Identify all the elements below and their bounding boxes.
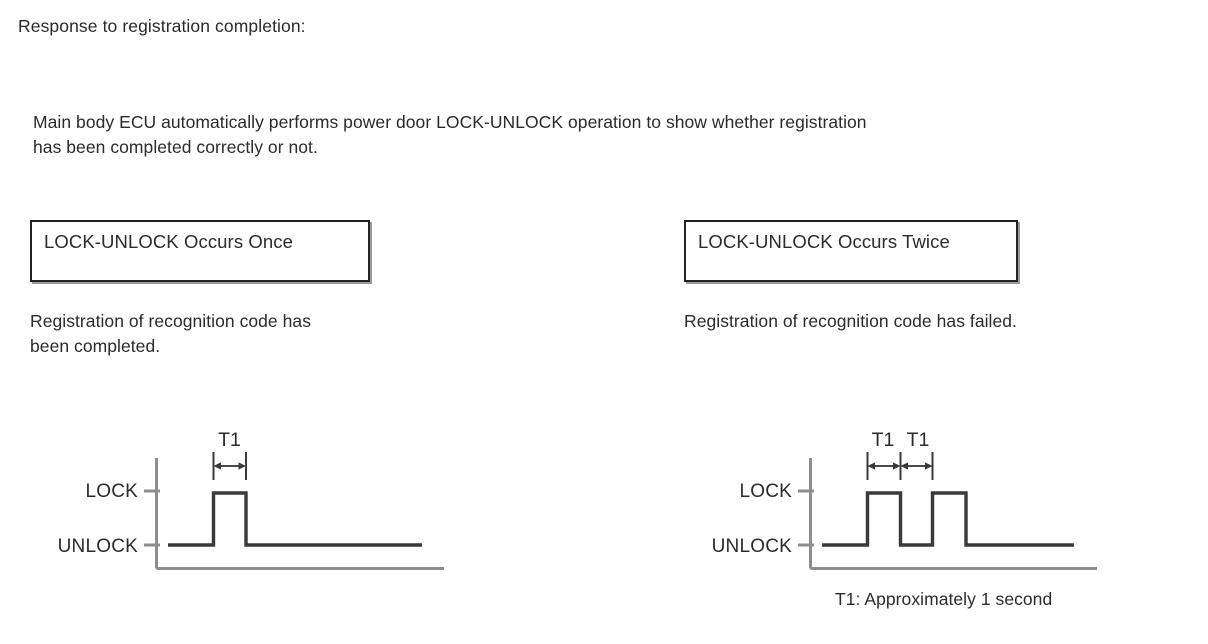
outcome-caption-success-line-2: been completed. <box>30 336 161 356</box>
outcome-box-failure: LOCK-UNLOCK Occurs Twice <box>684 220 1018 282</box>
dimension-arrowhead-second-left-icon <box>900 462 908 470</box>
waveform-svg-failure: LOCK UNLOCK T1 T1 <box>712 429 1097 570</box>
intro-paragraph: Main body ECU automatically performs pow… <box>33 110 1193 160</box>
outcome-caption-success-line-1: Registration of recognition code has <box>30 311 311 331</box>
outcome-column-success: LOCK-UNLOCK Occurs Once Registration of … <box>30 220 370 359</box>
dimension-arrowhead-left-icon <box>213 462 221 470</box>
dimension-arrowhead-first-left-icon <box>867 462 875 470</box>
dimension-arrowhead-right-icon <box>238 462 246 470</box>
outcome-box-success: LOCK-UNLOCK Occurs Once <box>30 220 370 282</box>
waveform-level-label-lock: LOCK <box>739 481 792 502</box>
outcome-column-failure: LOCK-UNLOCK Occurs Twice Registration of… <box>684 220 1018 334</box>
outcome-caption-success: Registration of recognition code has bee… <box>30 309 370 359</box>
waveform-level-label-unlock: UNLOCK <box>712 536 793 557</box>
outcome-caption-failure: Registration of recognition code has fai… <box>684 309 1018 334</box>
waveform-signal-trace <box>822 491 1074 547</box>
waveform-chart-failure: LOCK UNLOCK T1 T1 <box>660 414 1110 589</box>
outcome-box-failure-label: LOCK-UNLOCK Occurs Twice <box>698 231 950 252</box>
dimension-label-t1: T1 <box>218 429 241 451</box>
intro-line-1: Main body ECU automatically performs pow… <box>33 112 867 132</box>
waveform-svg-success: LOCK UNLOCK T1 <box>58 429 444 570</box>
dimension-arrowhead-first-right-icon <box>893 462 901 470</box>
waveform-signal-trace <box>168 491 422 547</box>
dimension-label-t1-first: T1 <box>872 429 895 451</box>
outcome-caption-failure-line-1: Registration of recognition code has fai… <box>684 311 1017 331</box>
waveform-level-label-unlock: UNLOCK <box>58 536 139 557</box>
waveform-level-label-lock: LOCK <box>85 481 138 502</box>
dimension-label-t1-second: T1 <box>907 429 930 451</box>
page-title: Response to registration completion: <box>18 16 306 36</box>
waveform-footnote: T1: Approximately 1 second <box>835 589 1053 609</box>
dimension-arrowhead-second-right-icon <box>925 462 933 470</box>
intro-line-2: has been completed correctly or not. <box>33 137 318 157</box>
outcome-box-success-label: LOCK-UNLOCK Occurs Once <box>44 231 294 252</box>
waveform-chart-success: LOCK UNLOCK T1 <box>8 414 458 589</box>
